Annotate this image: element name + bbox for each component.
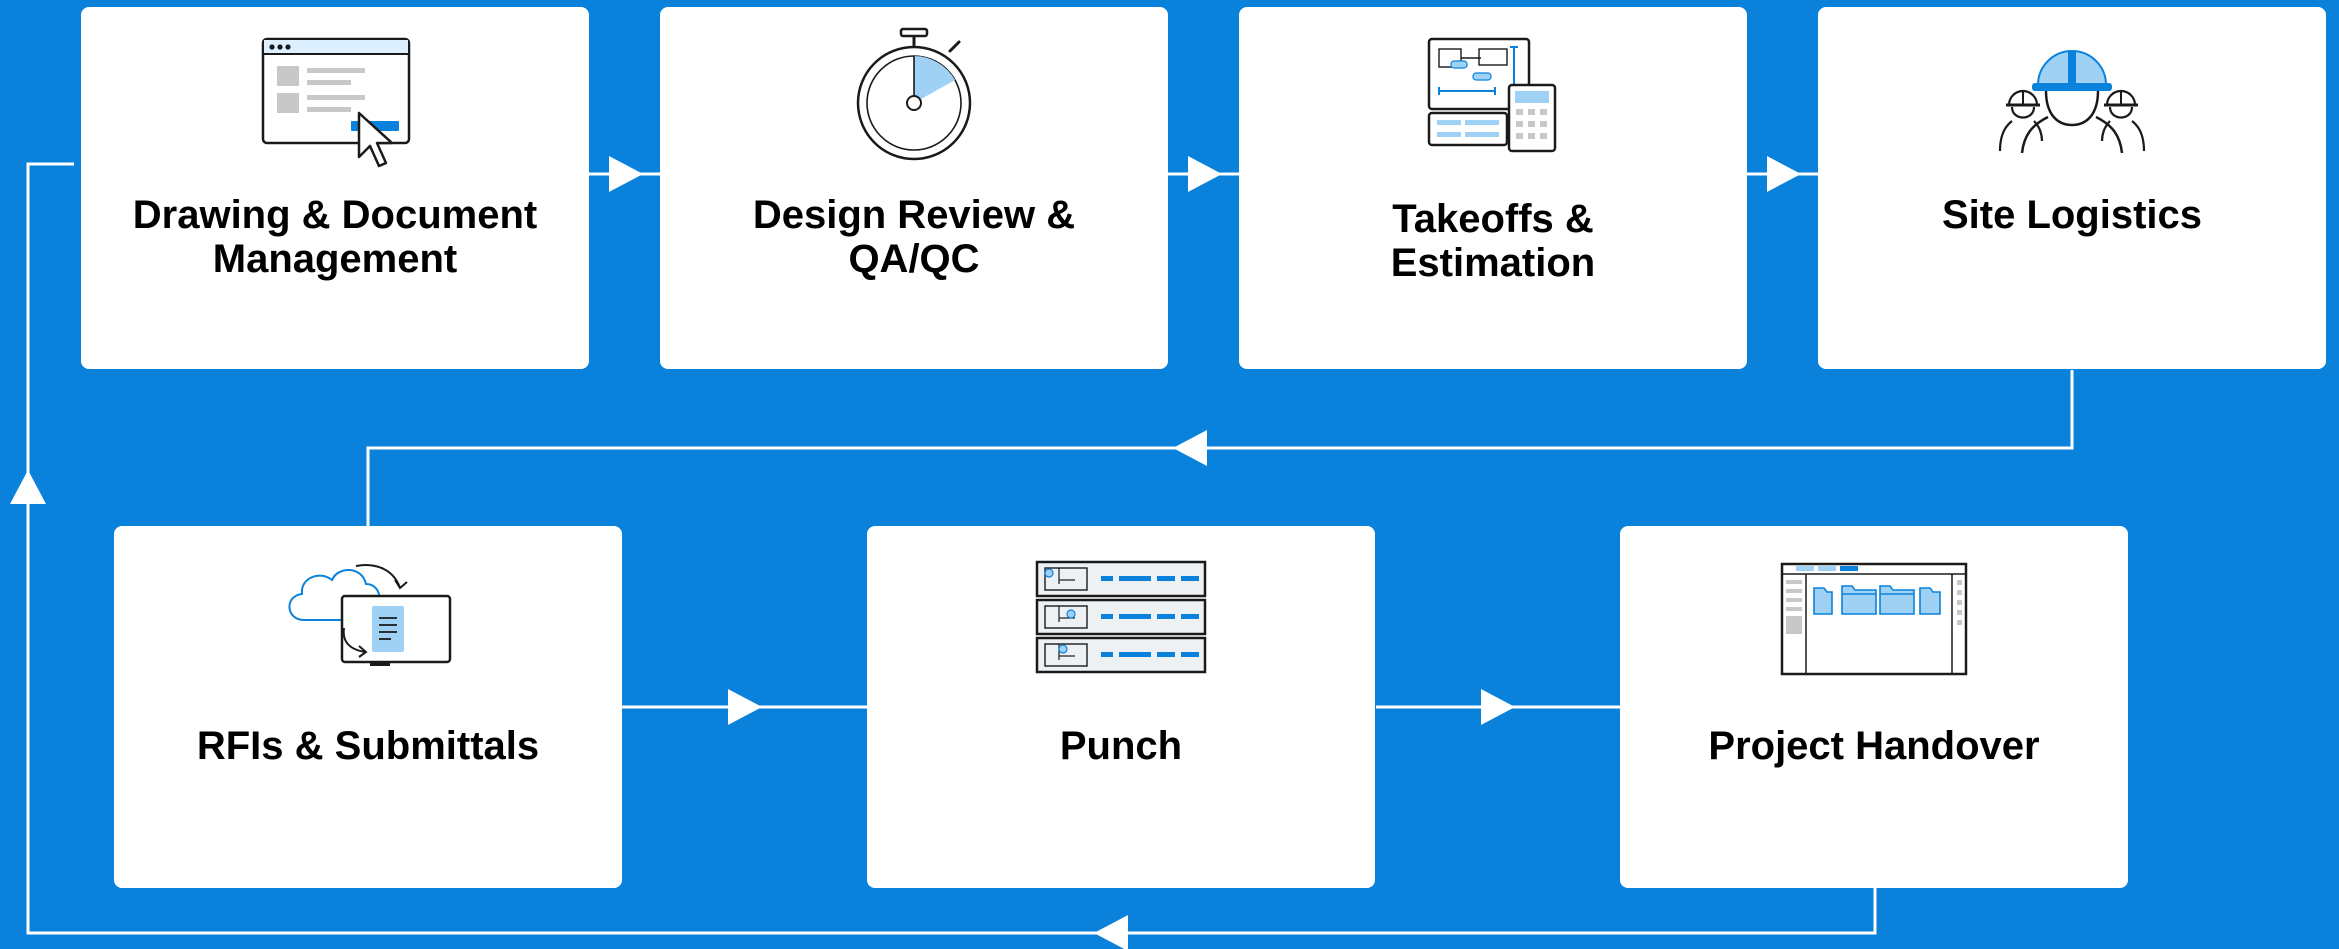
- step-label: Site Logistics: [1828, 193, 2316, 237]
- folder-window-icon: [1780, 562, 1968, 676]
- step-title-line: Estimation: [1390, 241, 1596, 285]
- step-title-line: Design Review &: [752, 193, 1076, 237]
- arrowhead-right: [1481, 689, 1515, 725]
- step-title-line: Management: [212, 237, 458, 281]
- arrowhead-right: [1188, 156, 1222, 192]
- step-card-rfis: RFIs & Submittals: [114, 526, 622, 888]
- blueprint-calculator-icon: [1427, 37, 1557, 153]
- punch-row: [1035, 598, 1207, 636]
- step-label: Drawing & Document Management: [91, 193, 579, 281]
- arrowhead-up: [10, 470, 46, 504]
- cloud-sync-monitor-icon: [288, 564, 452, 666]
- punch-list-icon: [1035, 560, 1207, 674]
- arrowhead-left: [1173, 430, 1207, 466]
- punch-row: [1035, 636, 1207, 674]
- step-card-drawing: Drawing & Document Management: [81, 7, 589, 369]
- connector-handover-loop-back: [26, 162, 1877, 935]
- stopwatch-icon: [856, 27, 972, 161]
- arrowhead-right: [1767, 156, 1801, 192]
- step-card-site-logistics: Site Logistics: [1818, 7, 2326, 369]
- step-card-design-review: Design Review & QA/QC: [660, 7, 1168, 369]
- step-title-line: Project Handover: [1708, 724, 2040, 768]
- connector-site-to-rfis: [366, 370, 2074, 526]
- step-card-handover: Project Handover: [1620, 526, 2128, 888]
- step-title-line: Drawing & Document: [132, 193, 538, 237]
- step-label: Punch: [877, 724, 1365, 768]
- step-title-line: Site Logistics: [1941, 193, 2203, 237]
- arrowhead-left: [1094, 915, 1128, 949]
- browser-window-cursor-icon: [261, 37, 411, 168]
- step-card-takeoffs: Takeoffs & Estimation: [1239, 7, 1747, 369]
- step-title-line: Punch: [1059, 724, 1183, 768]
- step-label: Takeoffs & Estimation: [1249, 197, 1737, 285]
- arrowhead-right: [609, 156, 643, 192]
- step-label: Design Review & QA/QC: [670, 193, 1158, 281]
- hard-hat-workers-icon: [1998, 50, 2146, 154]
- step-card-punch: Punch: [867, 526, 1375, 888]
- step-title-line: Takeoffs &: [1392, 197, 1594, 241]
- step-title-line: QA/QC: [848, 237, 980, 281]
- arrowhead-right: [728, 689, 762, 725]
- punch-row: [1035, 560, 1207, 598]
- step-label: Project Handover: [1630, 724, 2118, 768]
- step-label: RFIs & Submittals: [124, 724, 612, 768]
- step-title-line: RFIs & Submittals: [196, 724, 540, 768]
